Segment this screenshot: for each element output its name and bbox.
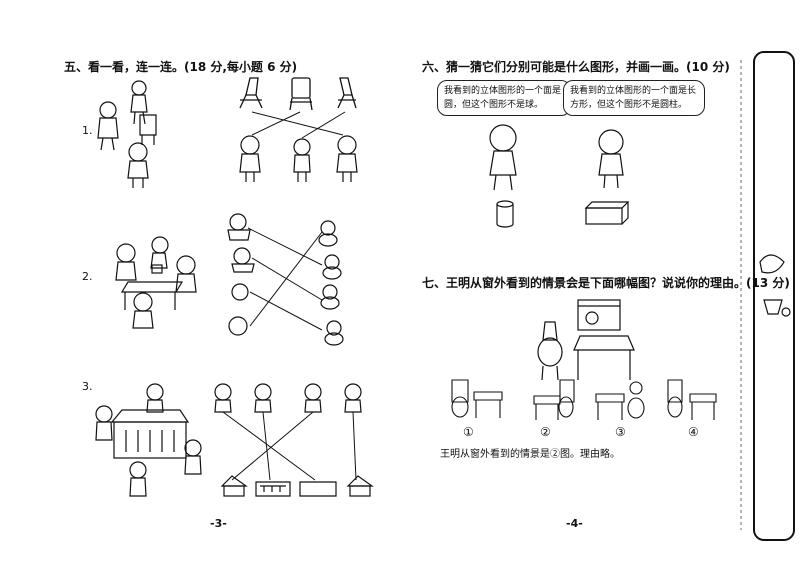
option-3-label: ③ — [615, 425, 626, 439]
q2-toys — [318, 220, 344, 346]
section5-title: 五、看一看，连一连。(18 分,每小题 6 分) — [64, 60, 298, 74]
q2-connect-lines — [247, 227, 323, 331]
q3-number: 3. — [82, 380, 93, 393]
option-4-label: ④ — [688, 425, 699, 439]
section7-title: 七、王明从窗外看到的情景会是下面哪幅图？说说你的理由。(13 分) — [422, 276, 790, 290]
right-page-number: -4- — [566, 517, 583, 530]
q2-table-scene — [115, 236, 197, 329]
s6-answer-shapes — [496, 200, 630, 228]
q3-houses — [220, 475, 374, 497]
q1-children-row — [239, 135, 358, 182]
s6-girl — [489, 124, 517, 191]
q1-children-group — [97, 80, 157, 188]
s7-main-scene — [537, 299, 635, 381]
s7-options-drawings — [451, 379, 717, 420]
q1-number: 1. — [82, 124, 93, 137]
q1-chairs — [239, 77, 357, 111]
speech-bubble-right: 我看到的立体图形的一个面是长方形，但这个图形不是圆柱。 — [563, 80, 705, 116]
q1-connect-lines — [251, 111, 346, 139]
speech-bubble-left: 我看到的立体图形的一个面是圆，但这个图形不是球。 — [437, 80, 571, 116]
q2-number: 2. — [82, 270, 93, 283]
s6-boy — [598, 129, 624, 189]
section6-title: 六、猜一猜它们分别可能是什么图形，并画一画。(10 分) — [422, 60, 730, 74]
option-2-label: ② — [540, 425, 551, 439]
option-1-label: ① — [463, 425, 474, 439]
q2-views — [227, 213, 255, 336]
q3-house-scene — [95, 383, 202, 497]
answer-text: 王明从窗外看到的情景是②图。理由略。 — [440, 449, 620, 460]
q3-connect-lines — [222, 411, 357, 481]
left-page-number: -3- — [210, 517, 227, 530]
binding-logo — [759, 254, 791, 317]
q3-children — [214, 383, 362, 413]
